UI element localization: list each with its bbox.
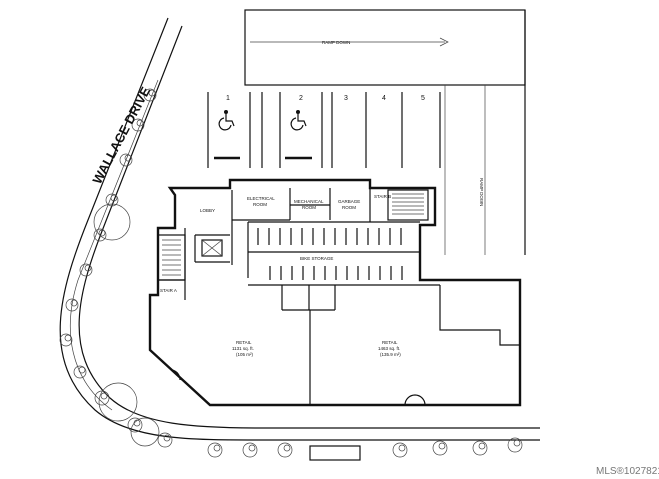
tree-icon	[472, 440, 488, 456]
stair-b-label: STAIR B	[374, 194, 391, 199]
stair-b	[387, 189, 429, 221]
tree-icon	[98, 382, 138, 422]
retail-2-notch	[439, 285, 520, 346]
interior-walls	[158, 188, 440, 405]
stair-a	[157, 234, 186, 281]
tree-icon	[131, 118, 145, 132]
tree-icon	[65, 298, 79, 312]
ramp-label: RAMP DOWN	[322, 40, 350, 45]
elevator	[201, 239, 223, 257]
garbage-room-label: GARBAGE	[338, 199, 360, 204]
parking-ramp-outline	[244, 9, 526, 86]
plaza-bench	[309, 445, 361, 461]
tree-icon	[143, 88, 157, 102]
building-outline	[148, 178, 522, 407]
mechanical-room-label: MECHANICAL	[294, 199, 324, 204]
retail-1-area: 1131 sq. ft.	[232, 346, 254, 351]
tree-icon	[93, 203, 131, 241]
tree-icon	[157, 432, 173, 448]
mls-watermark: MLS®1027821	[596, 466, 659, 477]
tree-icon	[93, 228, 107, 242]
tree-icon	[507, 437, 523, 453]
bike-racks	[257, 228, 403, 280]
tree-icon	[432, 440, 448, 456]
entry-door	[404, 394, 426, 406]
tree-icon	[242, 442, 258, 458]
parking-stalls	[207, 10, 526, 255]
electrical-room-label-2: ROOM	[253, 202, 267, 207]
tree-icon	[119, 153, 133, 167]
tree-icon	[73, 365, 87, 379]
electrical-room-label: ELECTRICAL	[247, 196, 275, 201]
tree-icon	[94, 390, 110, 406]
wheelchair-icon	[218, 110, 235, 131]
stall-number-5: 5	[421, 95, 425, 102]
tree-icon	[277, 442, 293, 458]
bike-storage-label: BIKE STORAGE	[300, 256, 333, 261]
mechanical-room-label-2: ROOM	[302, 205, 316, 210]
wheelchair-icon	[290, 110, 307, 131]
tree-icon	[207, 442, 223, 458]
ramp-arrow-head	[439, 37, 449, 47]
lobby-label: LOBBY	[200, 208, 215, 213]
corner-door	[171, 369, 181, 381]
garbage-room-label-2: ROOM	[342, 205, 356, 210]
retail-2-metric: (135.9 m²)	[380, 352, 401, 357]
elevator-cross	[201, 239, 223, 257]
street-curb-outer	[59, 17, 540, 441]
tree-icon	[105, 193, 119, 207]
retail-2-area: 1463 sq. ft.	[378, 346, 400, 351]
stall-number-1: 1	[226, 95, 230, 102]
tree-icon	[392, 442, 408, 458]
stair-a-label: STAIR A	[160, 288, 177, 293]
tree-icon	[79, 263, 93, 277]
street-curb-inner	[78, 25, 540, 429]
stall-number-3: 3	[344, 95, 348, 102]
landscape-trees	[59, 88, 523, 458]
sidewalk-line	[69, 79, 159, 411]
retail-1-label: RETAIL	[236, 340, 252, 345]
retail-1-metric: (105 m²)	[236, 352, 254, 357]
tree-icon	[130, 417, 160, 447]
tree-icon	[59, 333, 73, 347]
stall-number-4: 4	[382, 95, 386, 102]
stall-number-2: 2	[299, 95, 303, 102]
side-ramp-label: RAMP DOWN	[479, 178, 484, 206]
retail-2-label: RETAIL	[382, 340, 398, 345]
